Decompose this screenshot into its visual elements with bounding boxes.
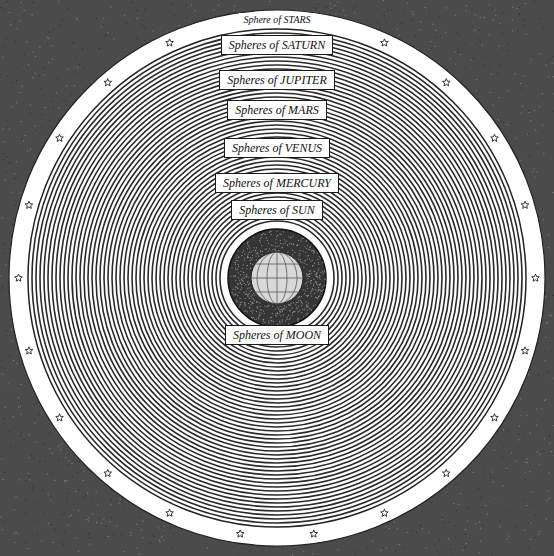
central-region xyxy=(228,229,326,327)
sphere-banner: Spheres of VENUS xyxy=(224,138,330,158)
sphere-name: Spheres of MARS xyxy=(235,103,319,117)
sphere-name: Spheres of MERCURY xyxy=(223,176,331,190)
sphere-banner: Spheres of MOON xyxy=(225,325,329,345)
sphere-name: Spheres of MOON xyxy=(233,328,321,342)
sphere-banner: Spheres of MERCURY xyxy=(215,173,339,193)
planetary-sphere-rings xyxy=(32,33,522,523)
earth-globe xyxy=(251,252,303,304)
sphere-name: Spheres of SATURN xyxy=(229,38,325,52)
sphere-label: Sphere of STARS xyxy=(239,13,314,27)
sphere-banner: Spheres of SUN xyxy=(231,200,323,220)
sphere-name: Spheres of JUPITER xyxy=(227,73,327,87)
sphere-name: Spheres of VENUS xyxy=(232,141,322,155)
sphere-banner: Spheres of MARS xyxy=(227,100,327,120)
sphere-name: Sphere of STARS xyxy=(243,14,310,26)
sphere-name: Spheres of SUN xyxy=(239,203,315,217)
sphere-of-stars-band xyxy=(9,10,545,546)
sphere-banner: Spheres of JUPITER xyxy=(219,70,335,90)
central-speckle xyxy=(230,231,325,327)
stars-band-inner-edge xyxy=(28,29,526,527)
star-symbols xyxy=(15,39,540,537)
sphere-banner: Spheres of SATURN xyxy=(221,35,333,55)
